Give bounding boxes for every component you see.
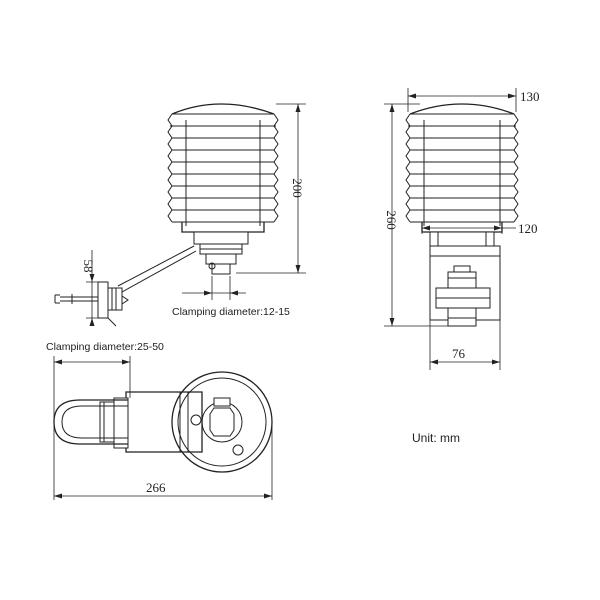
dimension-clamp-large: Clamping diameter:25-50 xyxy=(46,341,164,422)
dimension-clamp-small: Clamping diameter:12-15 xyxy=(172,276,290,318)
label-clamp-small: Clamping diameter:12-15 xyxy=(172,306,290,318)
louver-shield-side xyxy=(167,103,279,233)
label-266: 266 xyxy=(146,480,166,495)
clamp-head-top xyxy=(99,391,203,453)
dimension-130: 130 xyxy=(407,88,540,112)
dimension-76: 76 xyxy=(429,320,501,370)
dimension-120: 120 xyxy=(421,221,538,236)
dimension-200: 200 xyxy=(236,103,306,274)
label-120: 120 xyxy=(518,221,538,236)
label-clamp-large: Clamping diameter:25-50 xyxy=(46,341,164,353)
label-130: 130 xyxy=(520,89,540,104)
mount-block-side xyxy=(193,231,249,275)
clamp-assembly-small xyxy=(54,281,129,327)
label-200: 200 xyxy=(290,178,305,198)
bracket-rod xyxy=(117,245,197,293)
dimension-266: 266 xyxy=(53,424,273,500)
front-view: 130 120 260 76 xyxy=(384,88,540,370)
label-58: 58 xyxy=(81,260,96,273)
mount-block-front xyxy=(429,231,501,327)
side-view: 200 58 Clamping diameter:12-15 xyxy=(54,103,306,327)
shield-disc-top xyxy=(171,371,273,473)
dimension-260: 260 xyxy=(384,103,448,327)
label-260: 260 xyxy=(384,210,399,230)
dimension-58: 58 xyxy=(81,250,106,326)
label-76: 76 xyxy=(452,346,466,361)
louver-shield-front xyxy=(405,103,519,233)
top-view: Clamping diameter:25-50 266 xyxy=(46,341,273,500)
unit-label: Unit: mm xyxy=(412,431,460,445)
